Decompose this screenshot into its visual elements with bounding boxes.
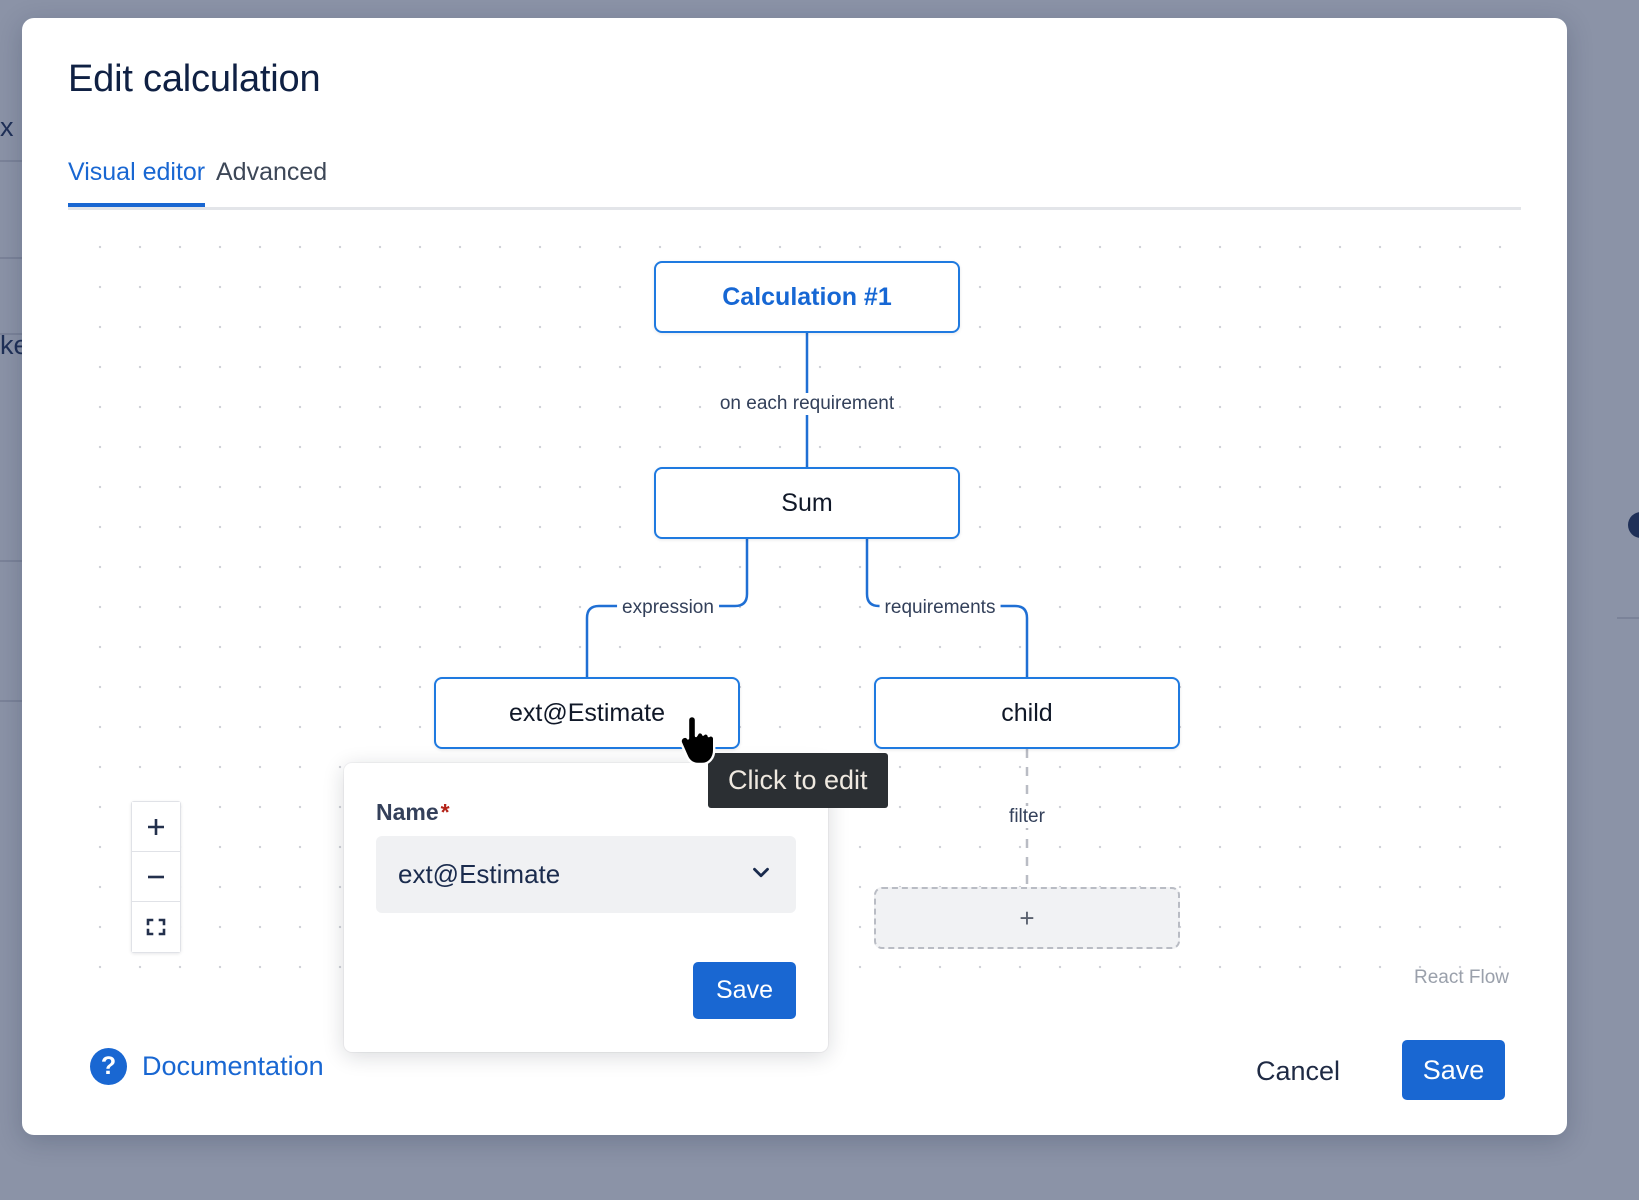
react-flow-attribution[interactable]: React Flow: [1413, 967, 1509, 988]
plus-icon: [144, 815, 168, 839]
page-title: Edit calculation: [68, 58, 321, 100]
fit-view-button[interactable]: [132, 902, 180, 952]
panel-save-button[interactable]: Save: [693, 962, 796, 1019]
name-field-label: Name*: [376, 799, 450, 825]
flow-node-sum[interactable]: Sum: [654, 467, 960, 539]
help-circle-icon: ?: [90, 1048, 127, 1085]
background-divider: [0, 700, 22, 702]
tab-advanced[interactable]: Advanced: [216, 158, 327, 203]
edge-label-requirements: requirements: [879, 597, 1001, 619]
tooltip-click-to-edit: Click to edit: [708, 753, 888, 808]
minus-icon: [144, 865, 168, 889]
save-button[interactable]: Save: [1402, 1040, 1505, 1100]
background-divider: [0, 560, 22, 562]
node-edit-panel: Name* ext@Estimate Save: [344, 763, 828, 1052]
flow-node-add-filter[interactable]: +: [874, 887, 1180, 949]
background-divider: [0, 333, 22, 335]
edge-label-expression: expression: [617, 597, 719, 619]
zoom-out-button[interactable]: [132, 852, 180, 902]
chevron-down-icon: [748, 859, 774, 890]
edge-label-filter: filter: [1004, 806, 1050, 828]
documentation-link[interactable]: ? Documentation: [90, 1048, 324, 1085]
name-select[interactable]: ext@Estimate: [376, 836, 796, 913]
edit-calculation-dialog: Edit calculation Visual editor Advanced …: [22, 18, 1567, 1135]
tab-visual-editor[interactable]: Visual editor: [68, 158, 206, 207]
background-text-fragment: x: [0, 112, 14, 142]
zoom-controls: [131, 801, 181, 953]
tab-bar: Visual editor Advanced: [68, 158, 1521, 210]
background-divider: [1617, 617, 1639, 619]
fit-view-icon: [144, 915, 168, 939]
flow-node-expression[interactable]: ext@Estimate: [434, 677, 740, 749]
background-divider: [0, 160, 22, 162]
flow-node-calculation[interactable]: Calculation #1: [654, 261, 960, 333]
flow-node-child[interactable]: child: [874, 677, 1180, 749]
edge-label-on-each-requirement: on each requirement: [714, 393, 900, 415]
required-indicator: *: [440, 799, 450, 825]
background-avatar: [1628, 512, 1639, 538]
zoom-in-button[interactable]: [132, 802, 180, 852]
name-select-value: ext@Estimate: [398, 859, 561, 889]
documentation-label: Documentation: [142, 1051, 324, 1081]
background-divider: [0, 257, 22, 259]
cancel-button[interactable]: Cancel: [1244, 1046, 1352, 1097]
